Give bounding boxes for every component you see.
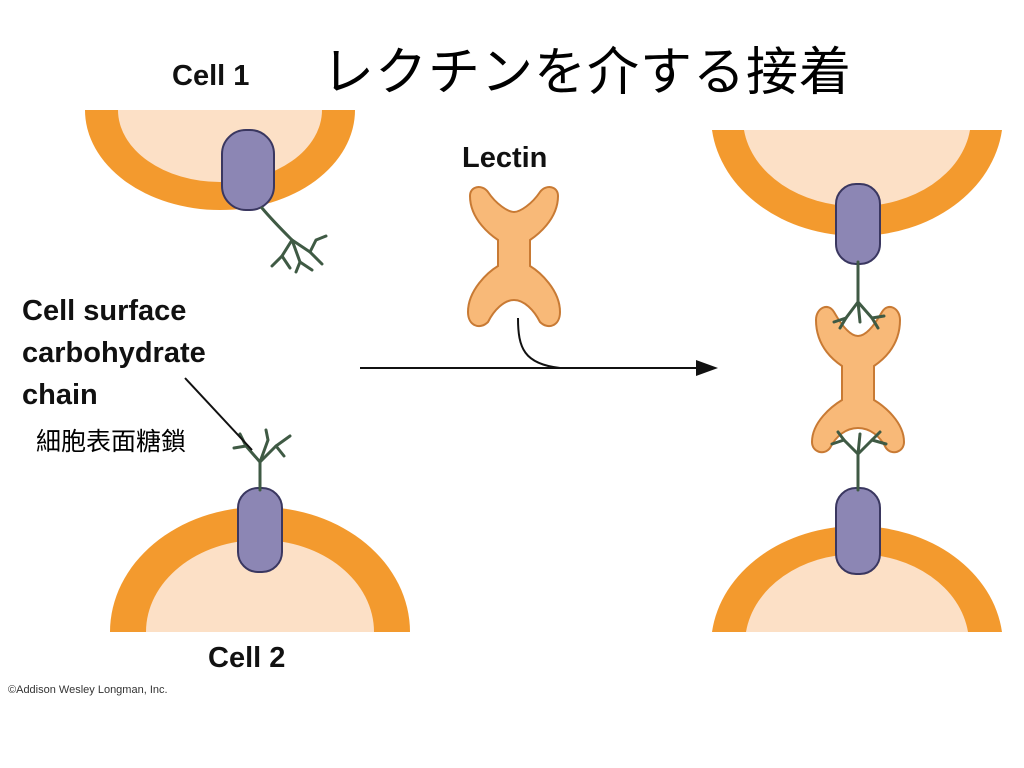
complex-top-receptor [835,183,881,265]
complex-top-cytoplasm [744,130,970,207]
cell-2 [110,428,410,632]
complex-bottom-receptor [835,487,881,575]
page-title: レクチンを介する接着 [322,43,853,103]
cell-1-receptor [221,129,275,211]
cell-2-label: Cell 2 [208,642,286,674]
cell-1-label: Cell 1 [172,60,250,92]
cell-1 [85,110,355,274]
adhesion-complex [712,130,1002,632]
carbohydrate-chain-label-jp: 細胞表面糖鎖 [36,427,187,456]
complex-lectin-shape [810,305,906,454]
lectin-shape [466,186,562,328]
reaction-arrow [360,317,718,376]
cell-2-receptor [237,487,283,573]
copyright-notice: ©Addison Wesley Longman, Inc. [8,684,168,696]
carbohydrate-chain-label: Cell surface carbohydrate chain [22,295,206,411]
cell-2-cytoplasm [146,540,374,632]
lectin-label: Lectin [462,142,548,174]
complex-top-carbohydrate-chain [832,260,886,330]
lectin-molecule [466,186,562,328]
cell-1-carbohydrate-chain [260,206,328,274]
complex-bottom-cytoplasm [746,553,968,632]
complex-bottom-carbohydrate-chain [830,430,888,492]
carbohydrate-pointer-line [184,377,253,451]
